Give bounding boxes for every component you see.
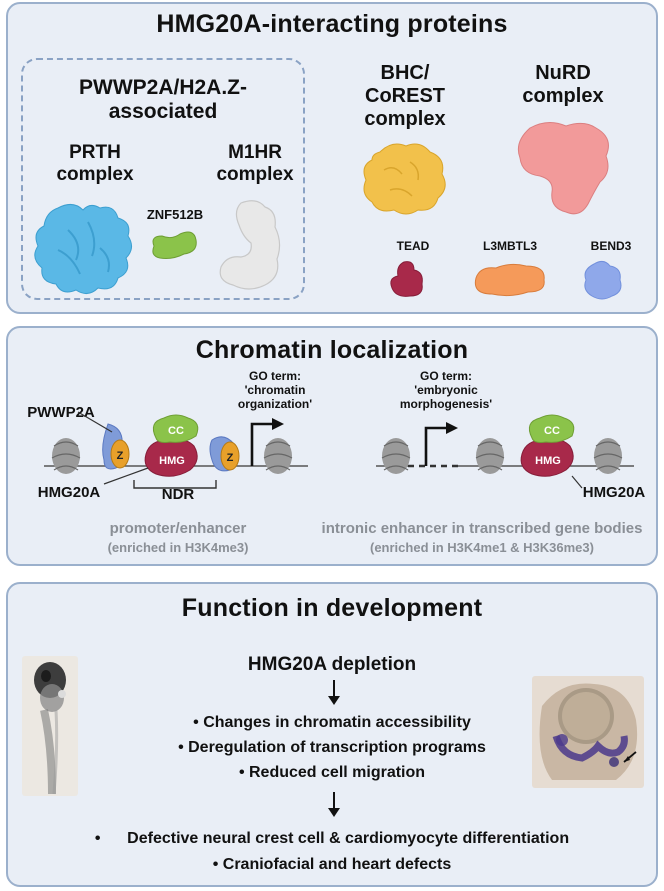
go-left-line2: 'chromatin [244, 382, 306, 397]
intronic-caption: intronic enhancer in transcribed gene bo… [321, 520, 643, 537]
panel-title: Chromatin localization [195, 336, 469, 364]
phenotype-item: • Craniofacial and heart defects [212, 856, 452, 873]
phenotype-text: Defective neural crest cell & cardiomyoc… [127, 830, 570, 847]
bhc-label-line3: complex [364, 108, 446, 130]
cc-domain-label: CC [168, 425, 184, 437]
nucleosome-icon-2 [263, 438, 293, 474]
nucleosome-icon-4 [475, 438, 505, 474]
tead-label: TEAD [396, 239, 430, 253]
l3mbtl3-icon [474, 263, 545, 297]
zebrafish-larva-image [22, 656, 78, 796]
nurd-label-line2: complex [522, 85, 604, 107]
down-arrow-icon-2 [328, 792, 340, 817]
interacting-proteins-panel: HMG20A-interacting proteins PWWP2A/H2A.Z… [6, 2, 658, 314]
cc-domain-label-2: CC [544, 425, 560, 437]
nucleosome-icon [51, 438, 81, 474]
nucleosome-icon-3 [381, 438, 411, 474]
go-term-right: GO term: 'embryonic morphogenesis' [386, 369, 506, 411]
pwwp2a-h2az-group [21, 58, 305, 300]
intronic-enhancer-diagram: HMG CC [376, 414, 634, 489]
hmg20a-right-label: HMG20A [582, 484, 646, 501]
consequence-item: • Changes in chromatin accessibility [193, 714, 471, 731]
bend3-icon [584, 260, 622, 300]
depletion-label: HMG20A depletion [247, 654, 417, 675]
promoter-caption: promoter/enhancer [109, 520, 247, 537]
panel-title: HMG20A-interacting proteins [156, 10, 508, 38]
group-title: PWWP2A/H2A.Z- associated [38, 76, 288, 124]
m1hr-label-line2: complex [216, 163, 294, 185]
bend3-label: BEND3 [590, 239, 632, 253]
m1hr-complex-icon [219, 200, 281, 290]
intronic-subcaption: (enriched in H3K4me1 & H3K36me3) [370, 540, 594, 555]
phenotype-text: Craniofacial and heart defects [222, 856, 452, 873]
hmg20a-left-label: HMG20A [37, 484, 101, 501]
promoter-subcaption: (enriched in H3K4me3) [107, 540, 249, 555]
group-title-line2: associated [108, 100, 218, 124]
go-left-line3: organization' [237, 396, 313, 411]
prth-label-line2: complex [56, 163, 134, 185]
h2az-label: Z [117, 450, 124, 462]
bhc-corest-complex-icon [363, 143, 446, 215]
prth-complex-icon [34, 204, 132, 294]
h2az-label-2: Z [227, 452, 234, 464]
bhc-corest-label: BHC/ CoREST complex [350, 62, 460, 131]
l3mbtl3-label: L3MBTL3 [483, 239, 537, 253]
nurd-complex-icon [517, 122, 609, 215]
m1hr-label: M1HR complex [200, 142, 310, 186]
chromatin-localization-panel: Chromatin localization GO term: 'chromat… [6, 326, 658, 566]
bhc-label-line2: CoREST [365, 85, 445, 107]
down-arrow-icon [328, 680, 340, 705]
tead-icon [390, 261, 423, 297]
nurd-label: NuRD complex [508, 62, 618, 108]
bhc-label-line1: BHC/ [380, 62, 430, 84]
znf512b-label: ZNF512B [146, 207, 204, 222]
hmg-domain-label-2: HMG [535, 455, 561, 467]
function-panel: Function in development HMG20A depletion [6, 582, 658, 887]
go-right-line1: GO term: [419, 369, 472, 383]
go-left-line1: GO term: [248, 369, 301, 383]
consequence-item: • Reduced cell migration [238, 764, 426, 781]
group-title-line1: PWWP2A/H2A.Z- [79, 76, 247, 99]
nucleosome-icon-5 [593, 438, 623, 474]
consequence-text: Deregulation of transcription programs [188, 739, 486, 756]
m1hr-label-line1: M1HR [228, 142, 282, 163]
prth-label-line1: PRTH [69, 142, 121, 163]
consequence-item: • Deregulation of transcription programs [178, 739, 486, 756]
go-term-left: GO term: 'chromatin organization' [220, 369, 330, 411]
consequence-text: Changes in chromatin accessibility [203, 714, 471, 731]
panel-title: Function in development [181, 594, 483, 622]
znf512b-icon [152, 231, 197, 259]
embryo-in-situ-image [532, 676, 644, 788]
nurd-label-line1: NuRD [535, 62, 591, 84]
prth-label: PRTH complex [40, 142, 150, 186]
pwwp2a-label: PWWP2A [27, 404, 95, 421]
ndr-label: NDR [161, 486, 195, 503]
promoter-diagram: Z HMG CC Z [44, 411, 308, 489]
phenotype-item: • Defective neural crest cell & cardiomy… [94, 830, 570, 847]
consequence-text: Reduced cell migration [249, 764, 426, 781]
go-right-line2: 'embryonic [414, 382, 478, 397]
go-right-line3: morphogenesis' [399, 396, 493, 411]
hmg-domain-label: HMG [159, 455, 185, 467]
